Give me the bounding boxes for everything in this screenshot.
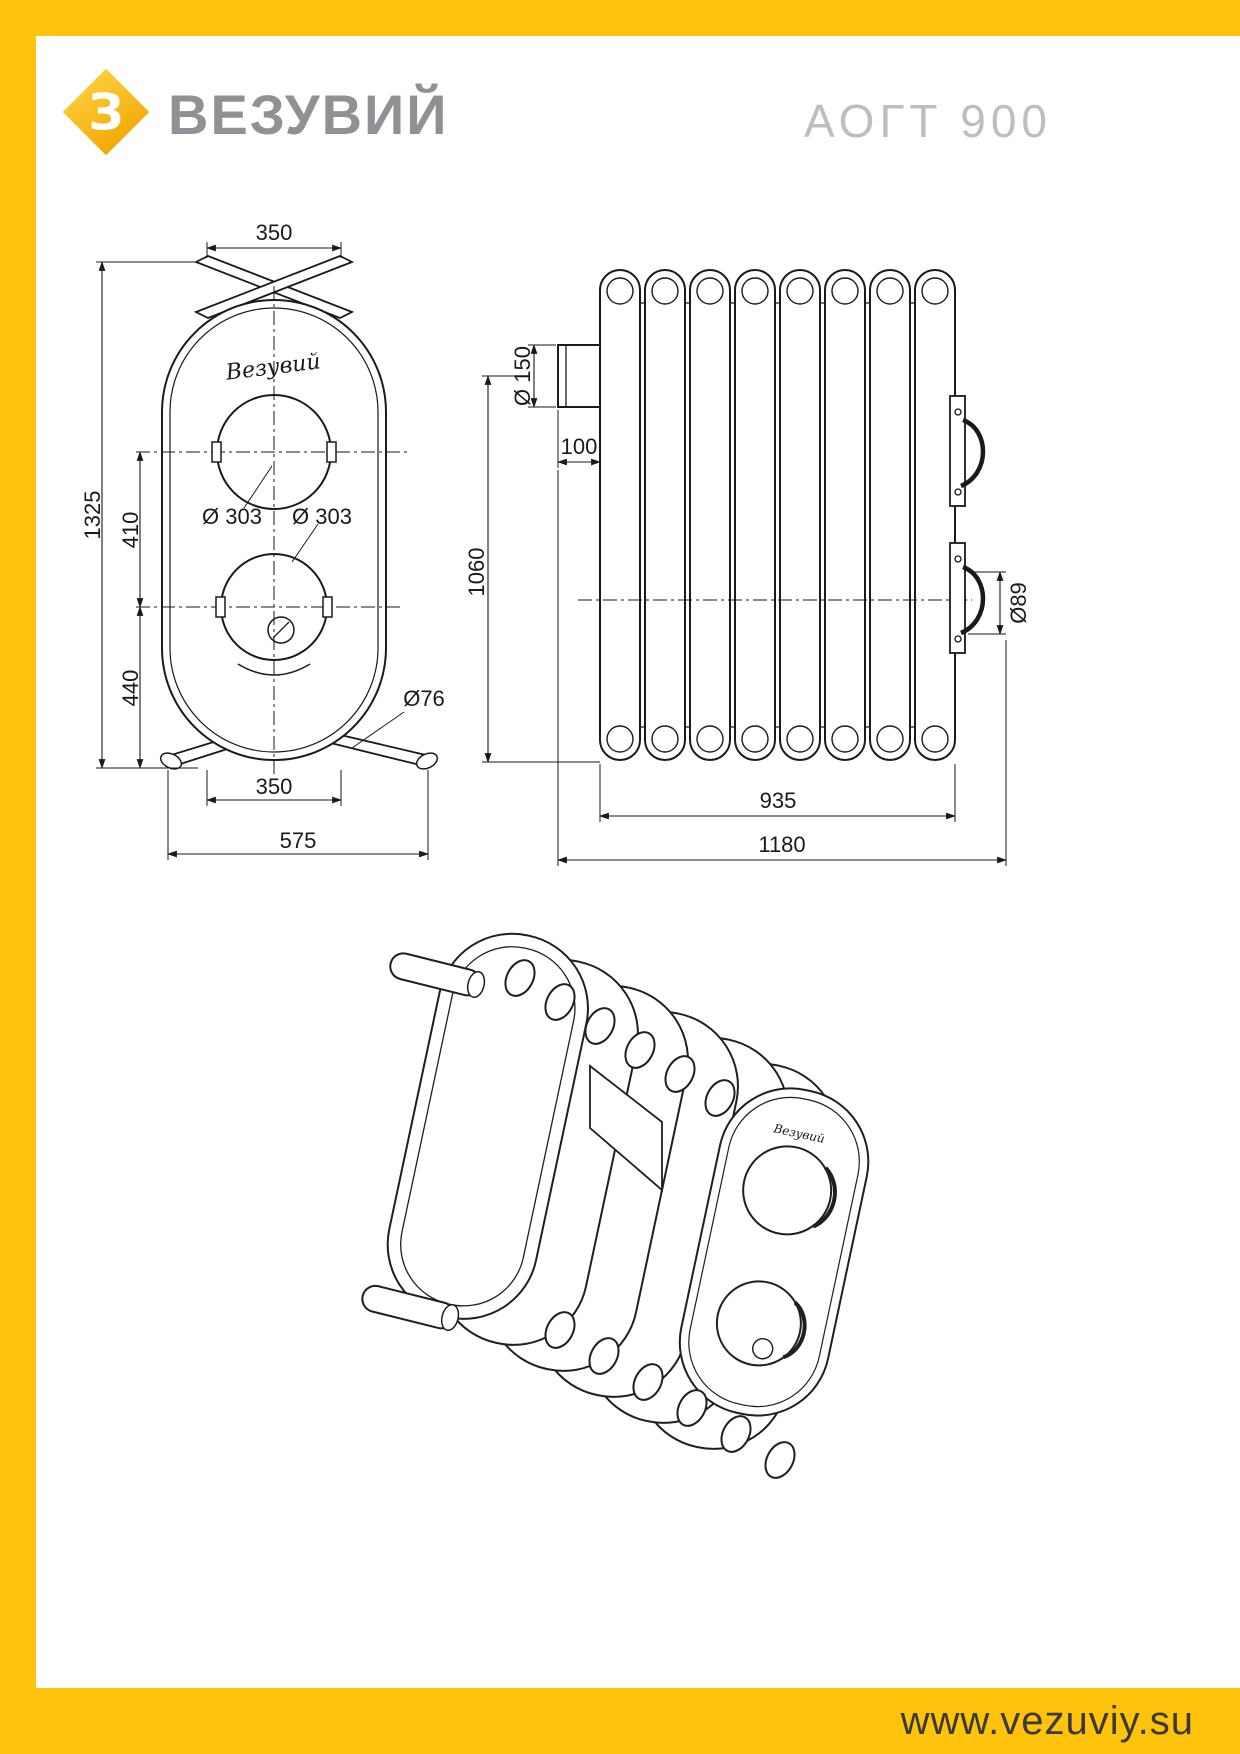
isometric-view: Везувий <box>361 932 870 1479</box>
upper-door-handle <box>959 417 986 489</box>
heat-tube <box>734 269 776 761</box>
heat-tube <box>779 269 821 761</box>
model-title: АОГТ 900 <box>804 95 1052 147</box>
logo-glyph: З <box>88 83 123 141</box>
air-damper <box>751 1338 774 1360</box>
lower-door <box>715 1280 802 1367</box>
website-link[interactable]: www.vezuviy.su <box>900 1698 1194 1743</box>
dim-label-lower-door: Ø 303 <box>292 504 352 529</box>
door-latch <box>326 441 337 463</box>
dim-label-overall-length: 1180 <box>758 832 805 857</box>
heat-tube <box>599 269 641 761</box>
stove-body-inner-outline <box>169 307 379 753</box>
lower-handle-plate <box>949 542 966 654</box>
side-view-dimensions <box>482 344 1007 866</box>
door-latch <box>322 596 333 618</box>
bottom-stub-pipe <box>361 1284 460 1332</box>
ash-lip <box>237 663 311 676</box>
dim-label-upper-door: Ø 303 <box>202 504 262 529</box>
left-accent-bar <box>0 0 36 1754</box>
dim-label-chimney: Ø 150 <box>510 346 535 406</box>
heat-tube <box>824 269 866 761</box>
top-stub-pipe <box>389 952 486 999</box>
door-hinge <box>215 596 226 618</box>
brand-logo: З <box>60 66 152 158</box>
dim-label-door-spacing: 410 <box>118 512 143 549</box>
bracket-plate <box>589 1064 663 1192</box>
dim-label-top-width: 350 <box>256 220 293 245</box>
air-damper <box>267 616 295 644</box>
dim-label-bottom-width: 350 <box>256 774 293 799</box>
dim-label-lower-section: 440 <box>118 670 143 707</box>
footer-bar: www.vezuviy.su <box>0 1688 1240 1754</box>
front-tube-loop <box>386 932 589 1320</box>
front-view <box>136 255 439 774</box>
dim-label-overall-width: 575 <box>280 828 317 853</box>
dim-label-height: 1060 <box>464 548 489 597</box>
side-view <box>557 269 986 761</box>
front-plate: Везувий <box>678 1087 870 1417</box>
dim-label-overall-height: 1325 <box>80 491 105 540</box>
heat-tube <box>914 269 956 761</box>
brand-name: ВЕЗУВИЙ <box>168 83 449 146</box>
chimney-stub <box>557 344 603 408</box>
dim-label-chimney-offset: 100 <box>561 434 598 459</box>
upper-handle-plate <box>949 395 966 507</box>
front-view-dimensions <box>96 242 429 860</box>
leg-pipe-end <box>159 752 183 770</box>
dim-label-leg-pipe: Ø76 <box>403 686 445 711</box>
door-hinge <box>211 441 222 463</box>
heat-tube <box>689 269 731 761</box>
dim-label-tube-bank: 935 <box>760 788 797 813</box>
lower-door-handle <box>782 1300 807 1360</box>
heat-tube <box>869 269 911 761</box>
upper-door <box>742 1145 833 1236</box>
heat-tube <box>644 269 686 761</box>
upper-door-handle <box>812 1166 837 1229</box>
dim-label-outlet: Ø89 <box>1006 582 1031 624</box>
logo-diamond-icon <box>62 68 150 156</box>
leg-pipe-end <box>415 752 439 770</box>
top-accent-bar <box>0 0 1240 36</box>
lower-door-handle <box>959 564 986 636</box>
